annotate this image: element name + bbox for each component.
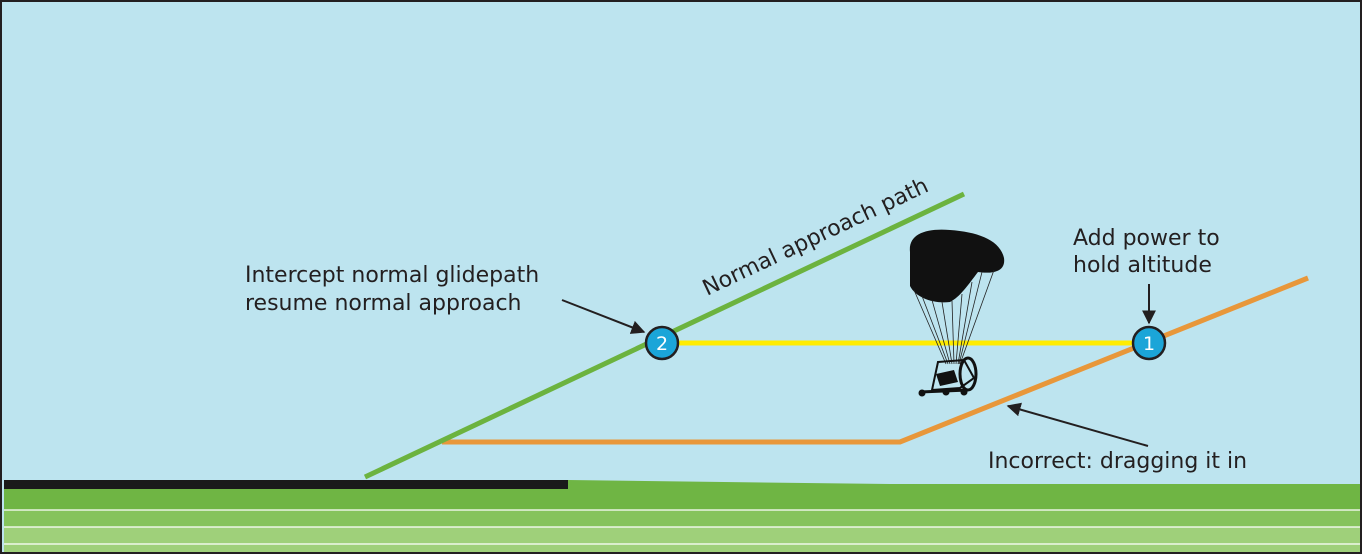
add-power-label-line1: Add power to [1073,226,1220,251]
marker-one: 1 [1131,325,1167,361]
intercept-label-line1: Intercept normal glidepath [245,263,539,288]
runway [4,480,568,489]
powered-parachute-icon [909,229,1005,397]
marker-two: 2 [644,325,680,361]
normal-approach-label: Normal approach path [699,173,933,301]
marker-two-label: 2 [656,333,668,355]
add-power-label-line2: hold altitude [1073,253,1212,278]
ground [4,480,1360,552]
arrow-icon [561,299,646,334]
incorrect-label: Incorrect: dragging it in [988,449,1247,474]
incorrect-path [442,275,1309,445]
marker-one-label: 1 [1143,333,1155,355]
arrow-icon [1006,402,1149,447]
intercept-label-line2: resume normal approach [245,291,522,316]
